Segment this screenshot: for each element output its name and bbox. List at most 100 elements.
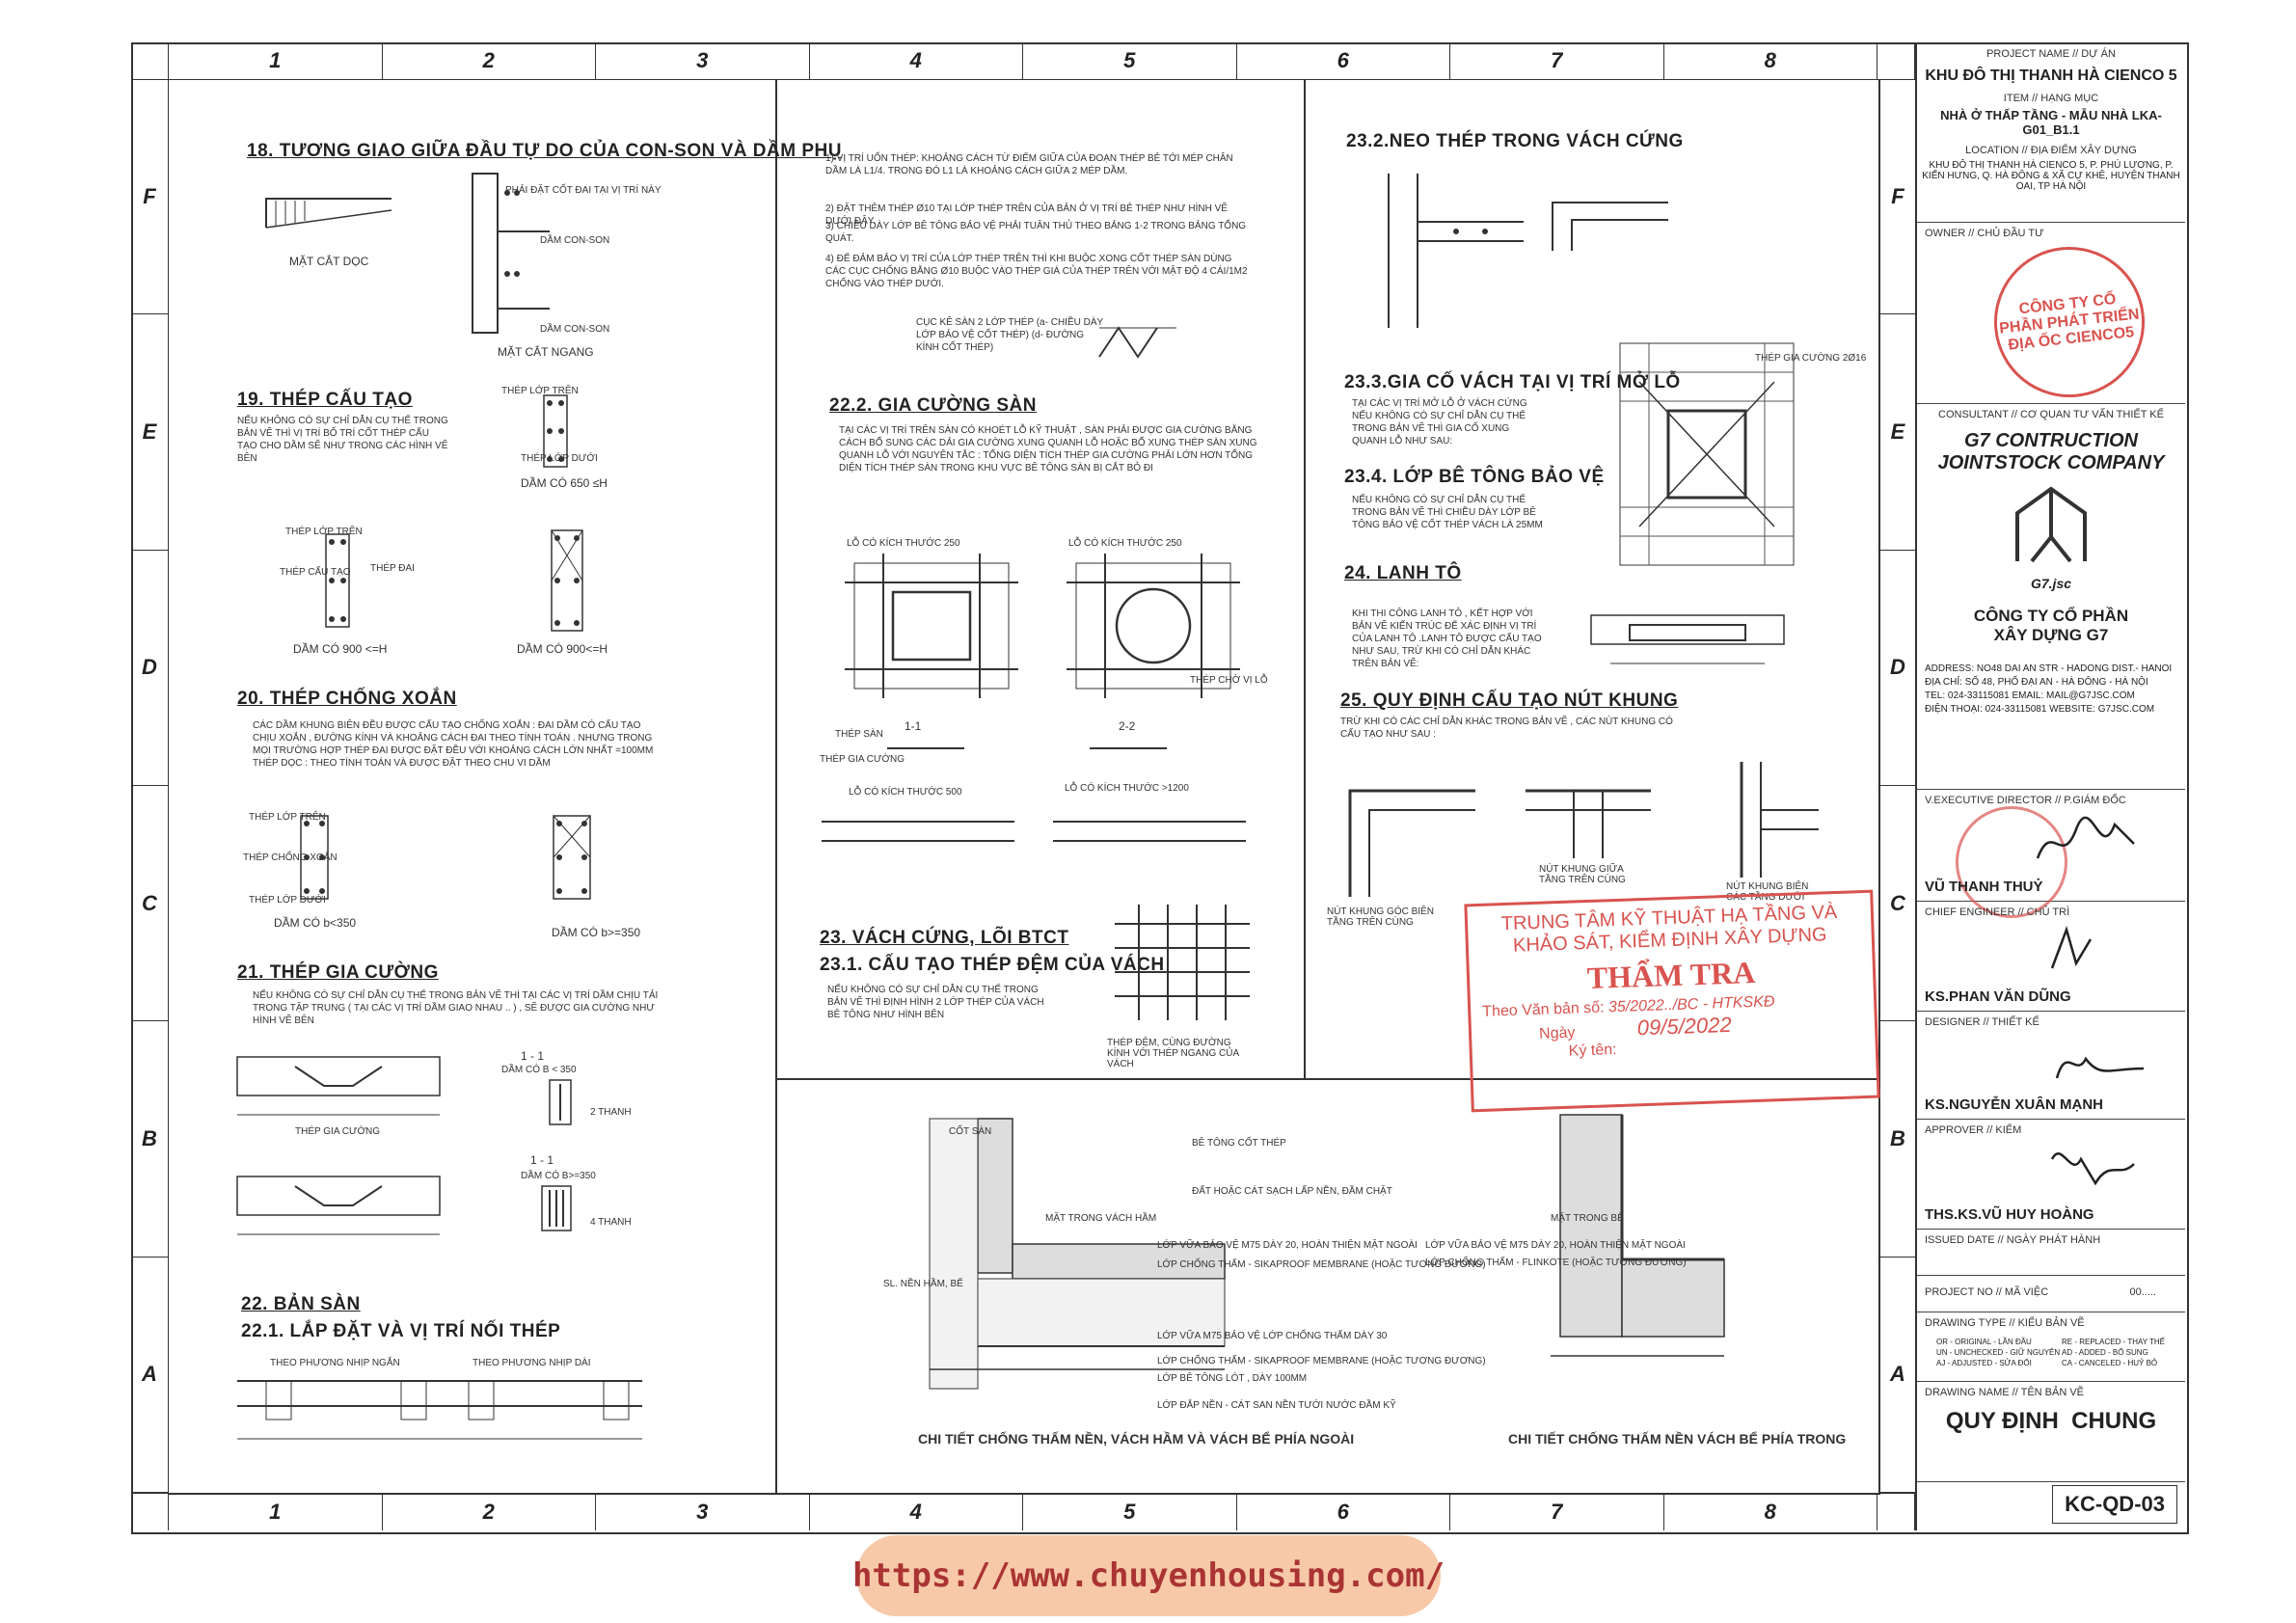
ruler-corner xyxy=(131,42,169,79)
tb-approver-name: THS.KS.VŨ HUY HOÀNG xyxy=(1925,1206,2094,1223)
tb-tel-label: TEL: xyxy=(1925,690,1946,701)
column-ruler-bottom: 1 2 3 4 5 6 7 8 xyxy=(131,1493,1915,1530)
section-222-h2: LỖ CÓ KÍCH THƯỚC 250 xyxy=(1068,538,1182,549)
row-label: B xyxy=(1879,1021,1916,1258)
section-25-c1: NÚT KHUNG GÓC BIÊN TẦNG TRÊN CÙNG xyxy=(1327,906,1434,928)
section-20-title: 20. THÉP CHỐNG XOẮN xyxy=(237,689,457,709)
watermark-banner[interactable]: https://www.chuyenhousing.com/ xyxy=(852,1535,1445,1616)
ruler-corner xyxy=(1877,1494,1915,1530)
wp1-l1: CỐT SÀN xyxy=(949,1126,992,1137)
row-label: F xyxy=(1879,79,1916,315)
tb-exec-label: V.EXECUTIVE DIRECTOR // P.GIÁM ĐỐC xyxy=(1925,795,2126,806)
section-19-title: 19. THÉP CẤU TẠO xyxy=(237,390,413,410)
review-stamp: TRUNG TÂM KỸ THUẬT HẠ TẦNG VÀ KHẢO SÁT, … xyxy=(1464,889,1880,1113)
section-22-slab-detail xyxy=(237,1380,642,1440)
section-19-beam-mid xyxy=(325,533,350,628)
section-23-title: 23. VÁCH CỨNG, LÕI BTCT xyxy=(820,928,1069,948)
tb-designer-name: KS.NGUYỄN XUÂN MẠNH xyxy=(1925,1096,2104,1113)
ruler-corner xyxy=(131,1494,169,1530)
notes-3: 3) CHIỀU DÀY LỚP BÊ TÔNG BẢO VỆ PHẢI TUÂ… xyxy=(825,221,1247,244)
section-21-sec-a: 1 - 1 xyxy=(521,1049,545,1063)
section-22-sub: 22.1. LẮP ĐẶT VÀ VỊ TRÍ NỐI THÉP xyxy=(241,1321,561,1341)
wp1-l6: LỚP CHỐNG THẤM - SIKAPROOF MEMBRANE (HOẶ… xyxy=(1157,1259,1486,1270)
tb-issued-label: ISSUED DATE // NGÀY PHÁT HÀNH xyxy=(1925,1234,2101,1246)
dtype-code: OR - ORIGINAL - LẦN ĐẦU xyxy=(1936,1338,2032,1346)
tb-projno: 00..... xyxy=(2129,1286,2156,1298)
row-label: C xyxy=(1879,786,1916,1022)
col-label: 6 xyxy=(1237,42,1450,79)
section-25-note: TRỪ KHI CÓ CÁC CHỈ DẪN KHÁC TRONG BẢN VẼ… xyxy=(1340,717,1673,740)
section-20-lb2: THÉP CHỐNG XOẮN xyxy=(243,852,338,863)
section-20-beam-narrow xyxy=(300,815,329,900)
section-19-lb3: THÉP LỚP DƯỚI xyxy=(521,453,598,464)
tb-chief: CHIEF ENGINEER // CHỦ TRÌ KS.PHAN VĂN DŨ… xyxy=(1917,901,2185,1012)
drawing-sheet-frame xyxy=(131,42,2189,1534)
section-19-cap3: DẦM CÓ 900<=H xyxy=(517,642,608,656)
section-23-lb1: THÉP ĐỆM, CÙNG ĐƯỜNG KÍNH VỚI THÉP NGANG… xyxy=(1107,1038,1239,1069)
row-label: C xyxy=(131,786,168,1022)
section-18-title: 18. TƯƠNG GIAO GIỮA ĐẦU TỰ DO CỦA CON-SO… xyxy=(247,141,842,161)
section-25-c3: NÚT KHUNG BIÊN CÁC TẦNG DƯỚI xyxy=(1726,881,1809,903)
tb-consultant-vn2: XÂY DỰNG G7 xyxy=(1993,626,2109,644)
section-18-cap1: MẶT CẮT DỌC xyxy=(289,255,369,268)
row-label: D xyxy=(131,551,168,786)
section-233-title: 23.3.GIA CỐ VÁCH TẠI VỊ TRÍ MỞ LỖ xyxy=(1344,372,1681,392)
col-label: 3 xyxy=(596,1494,810,1530)
tb-consultant-en1: G7 CONTRUCTION xyxy=(1964,430,2138,451)
section-233-lb1: THÉP GIA CƯỜNG 2Ø16 xyxy=(1755,353,1867,364)
notes-2: 2) ĐẶT THÊM THÉP Ø10 TẠI LỚP THÉP TRÊN C… xyxy=(825,203,1228,227)
row-label: A xyxy=(131,1258,168,1493)
row-ruler-left: F E D C B A xyxy=(131,79,169,1493)
waterproof-inner-detail xyxy=(1551,1114,1725,1357)
section-20-cap2: DẦM CÓ b>=350 xyxy=(552,926,641,939)
section-20-lb3: THÉP LỚP DƯỚI xyxy=(249,895,326,906)
section-22-title: 22. BẢN SÀN xyxy=(241,1294,361,1314)
section-20-beam-wide xyxy=(553,815,591,900)
col-label: 1 xyxy=(169,42,383,79)
notes-4: 4) ĐỂ ĐẢM BẢO VỊ TRÍ CỦA LỚP THÉP TRÊN T… xyxy=(825,254,1248,289)
tb-chief-label: CHIEF ENGINEER // CHỦ TRÌ xyxy=(1925,906,2070,918)
section-18-cross-section xyxy=(472,173,550,334)
row-label: B xyxy=(131,1021,168,1258)
tb-chief-name: KS.PHAN VĂN DŨNG xyxy=(1925,988,2071,1005)
col-label: 2 xyxy=(383,1494,596,1530)
section-23-note: NẾU KHÔNG CÓ SỰ CHỈ DẪN CỤ THỂ TRONG BẢN… xyxy=(827,985,1044,1020)
tb-project: PROJECT NAME // DỰ ÁN KHU ĐÔ THỊ THANH H… xyxy=(1917,42,2185,223)
section-19-cap2: DẦM CÓ 900 <=H xyxy=(293,642,388,656)
section-25-joint-middle xyxy=(1526,789,1651,858)
section-18-cap2: MẶT CẮT NGANG xyxy=(498,345,594,359)
exec-signature xyxy=(2036,816,2135,859)
row-label: E xyxy=(1879,314,1916,551)
tb-location: KHU ĐÔ THỊ THANH HÀ CIENCO 5, P. PHÚ LƯƠ… xyxy=(1922,160,2180,192)
dtype-code: RE - REPLACED - THAY THẾ xyxy=(2062,1338,2165,1346)
section-232-title: 23.2.NEO THÉP TRONG VÁCH CỨNG xyxy=(1346,131,1684,151)
col-label: 8 xyxy=(1664,1494,1877,1530)
tb-dtype-right: RE - REPLACED - THAY THẾ AD - ADDED - BỔ… xyxy=(2062,1337,2165,1368)
section-21-elev-1 xyxy=(236,1056,441,1116)
approver-signature xyxy=(2050,1151,2135,1186)
section-234-note: NẾU KHÔNG CÓ SỰ CHỈ DẪN CỤ THỂ TRONG BẢN… xyxy=(1352,495,1543,530)
tb-projno: PROJECT NO // MÃ VIỆC 00..... xyxy=(1917,1275,2185,1312)
wp1-l9: LỚP CHỐNG THẤM - SIKAPROOF MEMBRANE (HOẶ… xyxy=(1157,1356,1486,1366)
section-21-sec-narrow xyxy=(549,1079,572,1125)
tb-approver-label: APPROVER // KIỂM xyxy=(1925,1124,2022,1136)
tb-email: EMAIL: MAIL@G7JSC.COM xyxy=(2012,690,2135,701)
watermark-url[interactable]: https://www.chuyenhousing.com/ xyxy=(851,1556,1445,1595)
section-23-sub: 23.1. CẤU TẠO THÉP ĐỆM CỦA VÁCH xyxy=(820,955,1165,975)
section-222-title: 22.2. GIA CƯỜNG SÀN xyxy=(829,395,1037,416)
review-stamp-v5: 09/5/2022 xyxy=(1636,1012,1733,1041)
tb-projno-label: PROJECT NO // MÃ VIỆC xyxy=(1925,1286,2049,1298)
section-222-hole-round xyxy=(1067,554,1240,698)
wp2-l3: LỚP CHỐNG THẤM - FLINKOTE (HOẶC TƯƠNG ĐƯ… xyxy=(1425,1258,1687,1268)
section-24-lintel xyxy=(1590,614,1785,664)
tb-sheet: KC-QD-03 xyxy=(1917,1481,2185,1529)
panel-left xyxy=(168,79,777,1495)
panel-right xyxy=(1304,79,1880,1080)
section-222-note: TẠI CÁC VỊ TRÍ TRÊN SÀN CÓ KHOÉT LỖ KỸ T… xyxy=(839,425,1257,473)
section-19-note: NẾU KHÔNG CÓ SỰ CHỈ DẪN CỤ THỂ TRONG BẢN… xyxy=(237,416,448,464)
section-24-title: 24. LANH TÔ xyxy=(1344,563,1462,583)
dtype-code: CA - CANCELED - HUỶ BỎ xyxy=(2062,1359,2158,1367)
g7-logo-icon xyxy=(2015,486,2087,563)
tb-item-label: ITEM // HẠNG MỤC xyxy=(2003,93,2099,104)
dtype-code: UN - UNCHECKED - GIỮ NGUYÊN xyxy=(1936,1348,2061,1357)
